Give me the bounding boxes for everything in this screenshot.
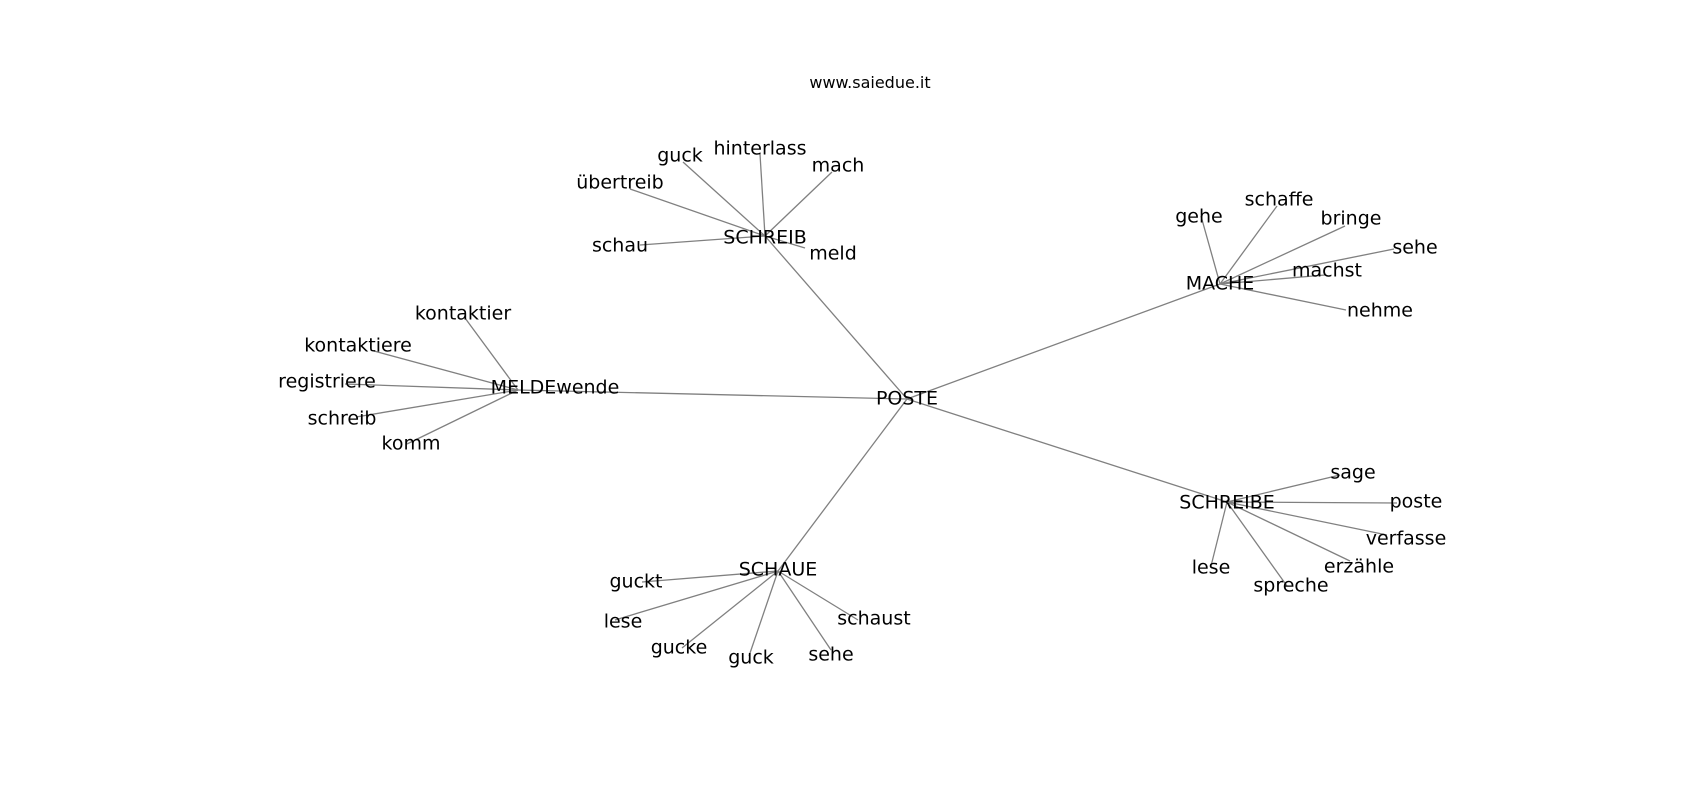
leaf-node-label: guck <box>657 145 703 167</box>
edge-hub-1-leaf-0 <box>1200 215 1221 285</box>
leaf-node-label: spreche <box>1253 575 1328 597</box>
leaf-node-label: komm <box>382 433 441 455</box>
edge-hub-4-leaf-5 <box>777 570 859 621</box>
edge-hub-3-leaf-4 <box>1226 501 1288 587</box>
hub-node-label: SCHREIBE <box>1179 492 1274 514</box>
edge-hub-3-leaf-2 <box>1226 501 1388 536</box>
leaf-node-label: guck <box>728 647 774 669</box>
graph-title: www.saiedue.it <box>809 73 930 92</box>
edge-hub-0-leaf-2 <box>764 171 833 237</box>
hub-node-label: SCHREIB <box>723 227 806 249</box>
edge-hub-2-leaf-2 <box>344 383 519 391</box>
edge-hub-4-leaf-1 <box>614 570 779 621</box>
edge-hub-1-leaf-3 <box>1219 248 1395 285</box>
edge-hub-0-leaf-3 <box>629 188 766 237</box>
leaf-node-label: übertreib <box>576 172 663 194</box>
leaf-node-label: sehe <box>808 644 853 666</box>
edge-hub-4-leaf-4 <box>777 570 832 651</box>
leaf-node-label: bringe <box>1321 208 1382 230</box>
edge-hub-0-leaf-1 <box>759 153 766 237</box>
hub-node-label: SCHAUE <box>739 559 818 581</box>
leaf-node-label: registriere <box>278 371 376 393</box>
leaf-node-label: schaffe <box>1245 189 1314 211</box>
edge-hub-2-leaf-0 <box>464 317 519 391</box>
hub-node-label: MELDEwende <box>491 377 620 399</box>
edge-hub-1-leaf-1 <box>1219 205 1278 285</box>
leaf-node-label: guckt <box>609 571 662 593</box>
leaf-node-label: schreib <box>308 408 377 430</box>
edge-hub-4-leaf-0 <box>641 570 779 583</box>
leaf-node-label: erzähle <box>1324 556 1394 578</box>
hub-node-label: MACHE <box>1186 273 1255 295</box>
leaf-node-label: sage <box>1330 462 1375 484</box>
edge-hub-3-leaf-3 <box>1226 501 1351 562</box>
edge-hub-0-leaf-0 <box>682 161 766 237</box>
edge-hub-3-leaf-0 <box>1226 474 1341 503</box>
edge-hub-4-leaf-2 <box>681 570 779 649</box>
leaf-node-label: lese <box>604 611 643 633</box>
graph-nodes: POSTE SCHREIB guck hinterlass mach übertreib s… <box>278 138 1446 669</box>
leaf-node-label: mach <box>812 155 865 177</box>
edge-hub-3-leaf-1 <box>1226 501 1398 504</box>
edge-hub-2-leaf-4 <box>406 389 519 445</box>
edge-root-to-hub-0 <box>764 235 908 400</box>
leaf-node-label: machst <box>1292 260 1362 282</box>
leaf-node-label: meld <box>809 243 857 265</box>
edge-hub-2-leaf-1 <box>373 350 519 391</box>
root-node-label: POSTE <box>876 388 938 410</box>
edge-hub-3-leaf-5 <box>1210 501 1228 567</box>
leaf-node-label: nehme <box>1347 300 1413 322</box>
graph-edges <box>344 153 1398 657</box>
leaf-node-label: schaust <box>837 608 910 630</box>
leaf-node-label: gucke <box>651 637 708 659</box>
leaf-node-label: poste <box>1390 491 1443 513</box>
edge-hub-1-leaf-2 <box>1219 225 1346 285</box>
leaf-node-label: kontaktiere <box>304 335 412 357</box>
edge-hub-1-leaf-5 <box>1219 283 1347 311</box>
edge-root-to-hub-1 <box>906 283 1221 400</box>
edge-hub-4-leaf-3 <box>748 570 779 657</box>
leaf-node-label: kontaktier <box>415 303 512 325</box>
edge-root-to-hub-3 <box>906 398 1228 503</box>
leaf-node-label: schau <box>592 235 648 257</box>
leaf-node-label: lese <box>1192 557 1231 579</box>
edge-root-to-hub-2 <box>517 389 908 400</box>
leaf-node-label: hinterlass <box>713 138 806 160</box>
edge-hub-1-leaf-4 <box>1219 274 1326 285</box>
edge-root-to-hub-4 <box>777 398 908 572</box>
edge-hub-0-leaf-5 <box>764 235 806 249</box>
leaf-node-label: verfasse <box>1366 528 1447 550</box>
edge-hub-2-leaf-3 <box>355 389 519 418</box>
leaf-node-label: sehe <box>1392 237 1437 259</box>
leaf-node-label: gehe <box>1175 206 1222 228</box>
edge-hub-0-leaf-4 <box>639 235 766 246</box>
